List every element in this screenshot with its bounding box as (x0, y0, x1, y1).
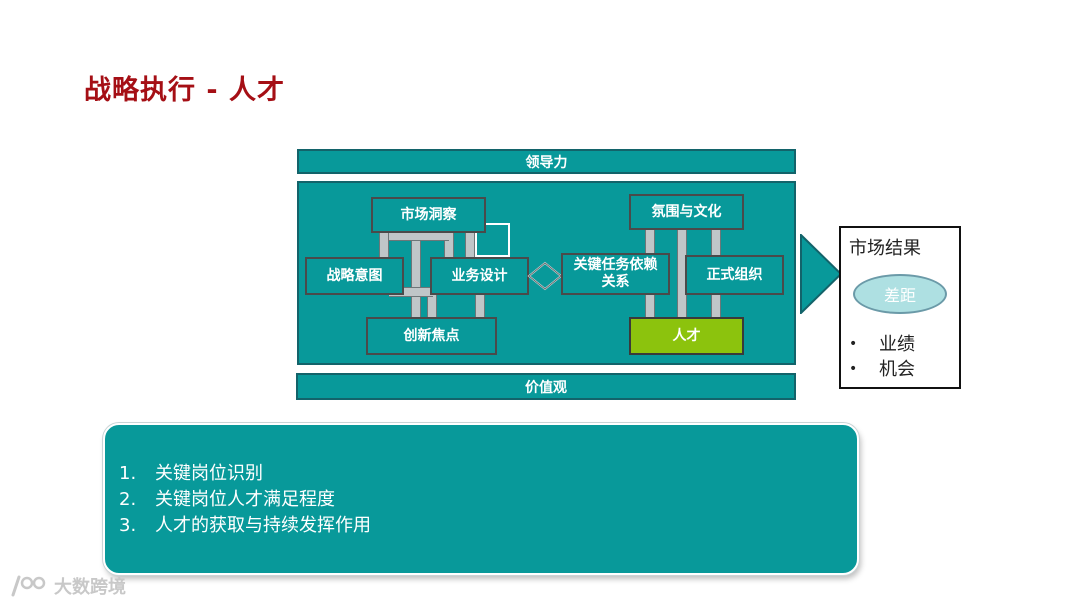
list-item: • 机会 (849, 357, 915, 382)
connector (389, 287, 433, 297)
result-item-label: 机会 (879, 359, 915, 380)
item-number: 3. (119, 515, 137, 536)
list-item: 1. 关键岗位识别 (119, 461, 371, 487)
result-list: • 业绩 • 机会 (849, 332, 915, 382)
node-climate-culture: 氛围与文化 (629, 194, 744, 230)
item-text: 人才的获取与持续发挥作用 (155, 515, 371, 536)
bullet-icon: • (849, 336, 858, 352)
node-business-design: 业务设计 (430, 257, 529, 295)
connector-box (475, 223, 510, 257)
model-main-box: 市场洞察 战略意图 业务设计 创新焦点 氛围与文化 关键任务依赖关系 正式组织 … (297, 181, 796, 365)
talent-points-panel: 1. 关键岗位识别 2. 关键岗位人才满足程度 3. 人才的获取与持续发挥作用 (103, 423, 859, 575)
node-formal-org: 正式组织 (685, 255, 784, 295)
result-arrow-icon (800, 234, 842, 314)
connector (427, 295, 437, 321)
values-bar: 价值观 (296, 373, 796, 400)
watermark-text: 大数跨境 (54, 577, 126, 598)
connector (475, 293, 485, 321)
node-talent: 人才 (629, 317, 744, 355)
node-innovation-focus: 创新焦点 (366, 317, 497, 355)
result-item-label: 业绩 (879, 334, 915, 355)
node-key-tasks-label: 关键任务依赖关系 (573, 257, 658, 290)
connector (411, 225, 421, 321)
item-number: 1. (119, 463, 137, 484)
node-strategic-intent: 战略意图 (305, 257, 404, 295)
watermark: 大数跨境 (10, 573, 126, 599)
connector (379, 223, 389, 259)
node-key-tasks: 关键任务依赖关系 (561, 253, 670, 295)
bullet-icon: • (849, 361, 858, 377)
connector (444, 223, 454, 259)
result-title: 市场结果 (849, 238, 921, 259)
item-number: 2. (119, 489, 137, 510)
item-text: 关键岗位人才满足程度 (155, 489, 335, 510)
connector (465, 223, 475, 259)
connector (711, 291, 721, 319)
list-item: 2. 关键岗位人才满足程度 (119, 487, 371, 513)
talent-points-list: 1. 关键岗位识别 2. 关键岗位人才满足程度 3. 人才的获取与持续发挥作用 (119, 461, 371, 539)
gap-ellipse: 差距 (853, 274, 947, 314)
node-market-insight: 市场洞察 (371, 197, 486, 233)
list-item: • 业绩 (849, 332, 915, 357)
watermark-logo-icon (11, 575, 46, 597)
page-title: 战略执行 - 人才 (84, 75, 286, 106)
leadership-bar: 领导力 (297, 149, 796, 174)
connector (711, 225, 721, 261)
market-result-box: 市场结果 差距 • 业绩 • 机会 (839, 226, 961, 389)
list-item: 3. 人才的获取与持续发挥作用 (119, 513, 371, 539)
item-text: 关键岗位识别 (155, 463, 263, 484)
dependency-diamond (527, 261, 563, 291)
